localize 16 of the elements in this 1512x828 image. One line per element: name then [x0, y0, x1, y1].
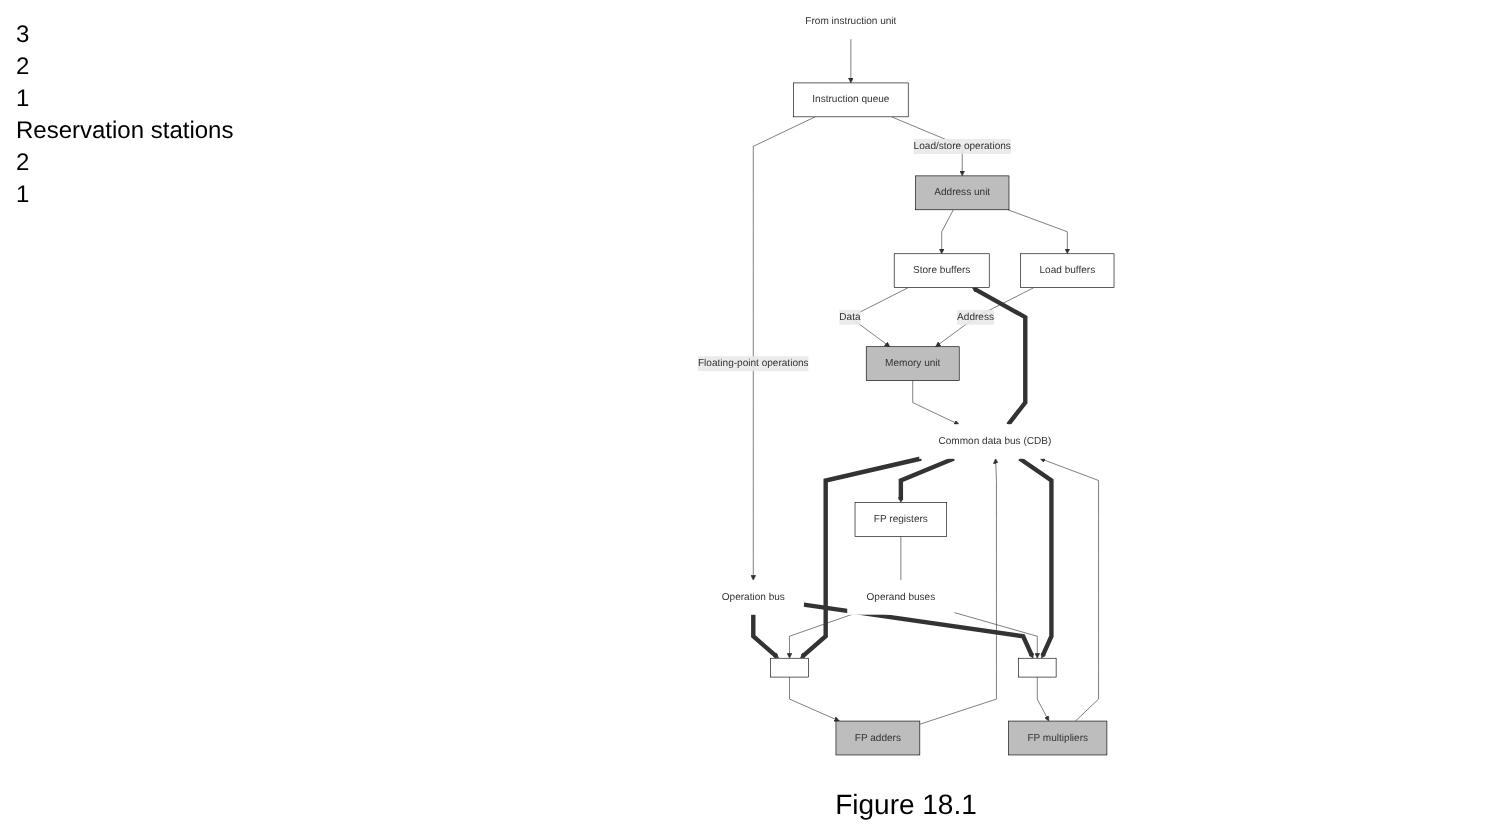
label-text: 2	[16, 52, 32, 80]
label-text: 1	[16, 84, 32, 112]
arrow	[803, 602, 1035, 659]
node-box	[770, 657, 809, 678]
arrow	[898, 456, 955, 503]
arrow	[971, 286, 1028, 426]
connector	[900, 536, 902, 581]
label-text: 1	[16, 180, 32, 208]
label-text: 2	[16, 148, 32, 176]
figure-caption: Figure 18.1	[833, 786, 979, 824]
label-text: 3	[16, 20, 32, 48]
arrow	[751, 614, 779, 659]
node-box	[1018, 657, 1057, 678]
label-text: Reservation stations	[16, 116, 236, 144]
arrow	[800, 456, 922, 659]
arrow	[1018, 456, 1054, 659]
